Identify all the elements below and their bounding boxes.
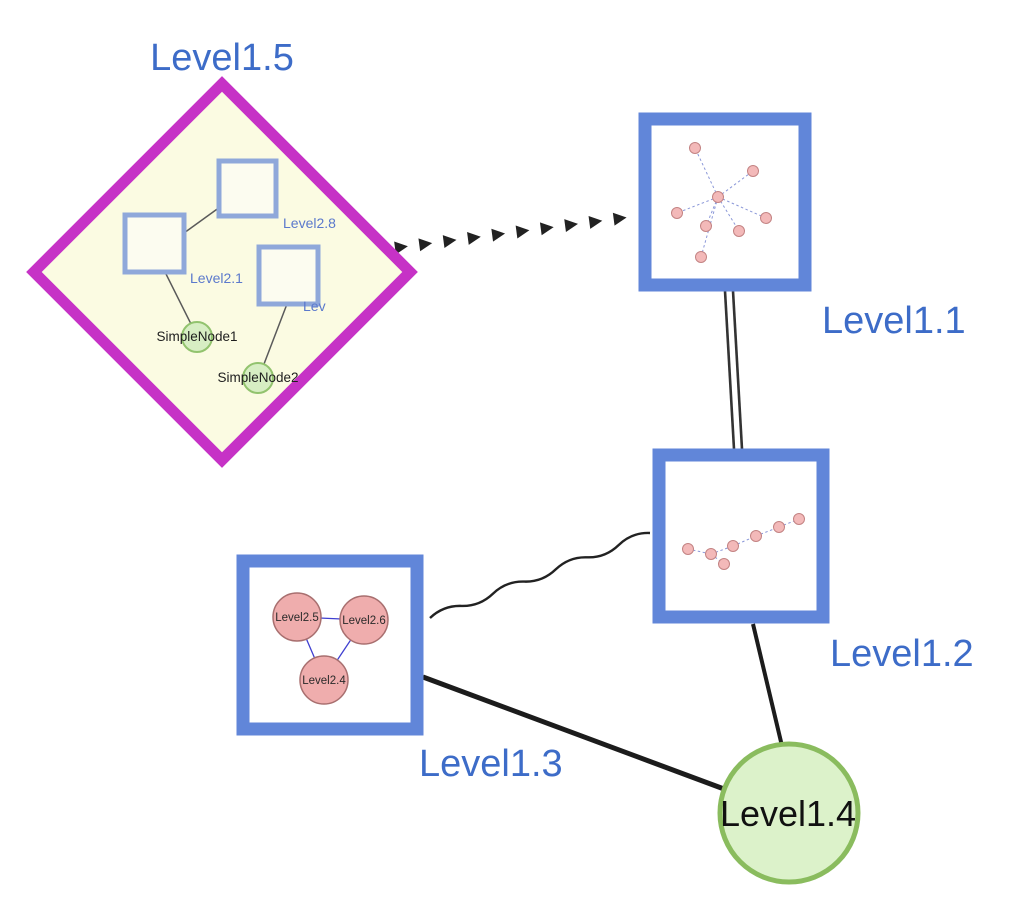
- label-level1-3: Level1.3: [419, 743, 563, 785]
- node-level1-1[interactable]: [638, 112, 812, 292]
- label-level1-5: Level1.5: [150, 37, 294, 79]
- edge-level13-level12[interactable]: [429, 531, 651, 619]
- node-level2-8-label: Level2.8: [283, 215, 336, 231]
- diamond-shape[interactable]: [26, 76, 418, 468]
- node-level1-3[interactable]: Level2.5 Level2.6 Level2.4: [236, 554, 424, 736]
- level1-4-circle[interactable]: [717, 741, 861, 885]
- node-level2-1[interactable]: [122, 212, 187, 275]
- node-level2-4[interactable]: [299, 655, 349, 705]
- node-simplenode2-label: SimpleNode2: [217, 370, 298, 385]
- node-level1-2[interactable]: [652, 448, 830, 624]
- node-level2-6-label: Level2.6: [342, 615, 385, 627]
- level15-inner-edges: [164, 206, 288, 365]
- node-level1-5-group[interactable]: Level2.8 Level2.1 Lev SimpleNode1 Simple…: [26, 76, 418, 468]
- level1-2-frame[interactable]: [652, 448, 830, 624]
- node-level2-8[interactable]: [216, 158, 279, 219]
- node-level2-4-label: Level2.4: [302, 675, 346, 687]
- node-level2-5-label: Level2.5: [275, 612, 318, 624]
- label-level1-4: Level1.4: [720, 793, 856, 834]
- edge-level12-level14[interactable]: [751, 623, 784, 747]
- label-level1-2: Level1.2: [830, 633, 974, 675]
- level1-2-subgraph-nodes[interactable]: [682, 513, 805, 570]
- node-simplenode1-label: SimpleNode1: [156, 329, 237, 344]
- node-level2-1-label: Level2.1: [190, 270, 243, 286]
- node-simplenode2[interactable]: [242, 362, 274, 394]
- label-level1-1: Level1.1: [822, 300, 966, 342]
- node-simplenode1[interactable]: [181, 321, 213, 353]
- node-level1-4[interactable]: Level1.4: [717, 741, 861, 885]
- level1-1-frame[interactable]: [638, 112, 812, 292]
- node-level2-6[interactable]: [339, 595, 389, 645]
- edge-level15-level11[interactable]: [394, 211, 628, 255]
- level1-1-subgraph-nodes[interactable]: [671, 142, 772, 263]
- node-level2-lev-label: Lev: [303, 298, 326, 314]
- node-level2-lev[interactable]: [256, 244, 321, 307]
- edge-level13-level14[interactable]: [422, 674, 725, 792]
- node-level2-5[interactable]: [272, 592, 322, 642]
- edge-level11-level12[interactable]: [723, 290, 744, 450]
